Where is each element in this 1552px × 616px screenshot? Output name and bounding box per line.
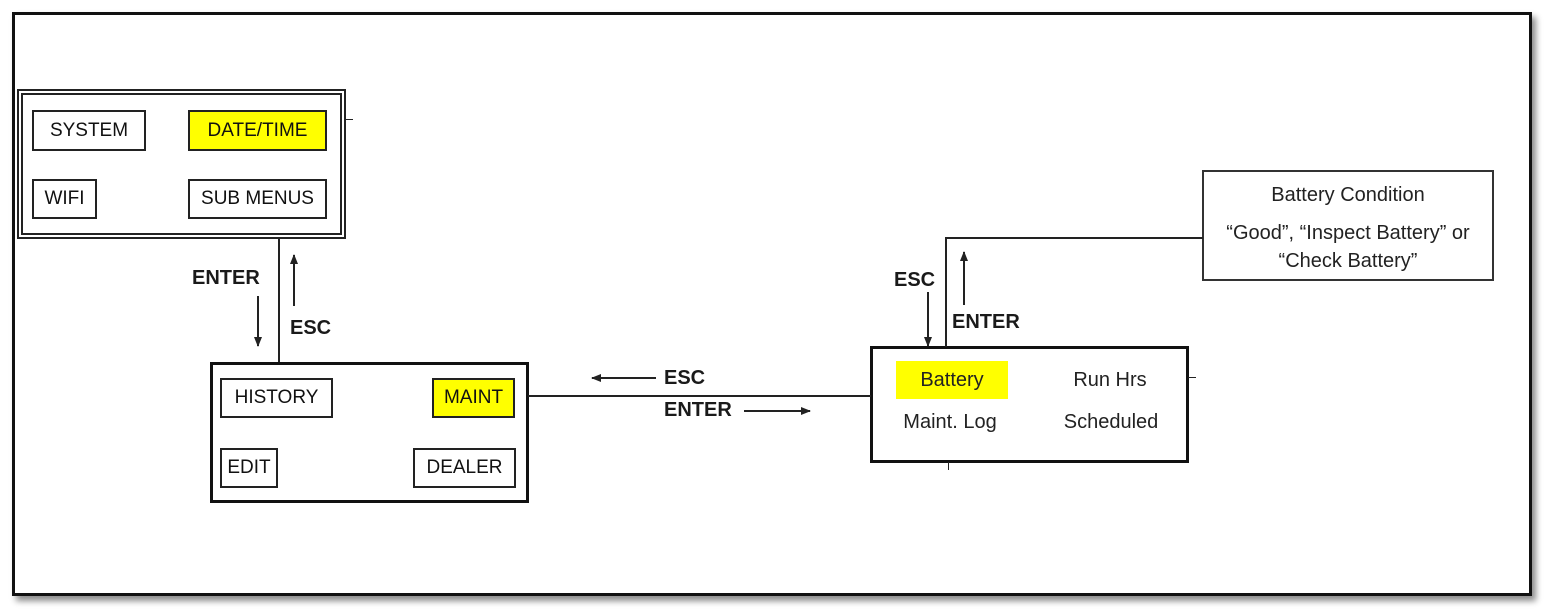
- menu-item-maint-log[interactable]: Maint. Log: [903, 410, 997, 433]
- menu-item-wifi[interactable]: WIFI: [32, 179, 97, 219]
- menu-item-dealer[interactable]: DEALER: [413, 448, 516, 488]
- battery-condition-line1: “Good”, “Inspect Battery” or: [1226, 222, 1470, 244]
- tick-mark: [345, 119, 353, 120]
- label-esc-sub-main: ESC: [290, 317, 332, 339]
- menu-item-edit[interactable]: EDIT: [220, 448, 278, 488]
- tick-mark: [1188, 377, 1196, 378]
- label-enter-maint-info: ENTER: [952, 311, 1020, 333]
- label-enter-main-sub: ENTER: [192, 267, 260, 289]
- connector-maint-info-vertical: [945, 237, 947, 347]
- connector-maint-info-horizontal: [945, 237, 1203, 239]
- menu-item-history[interactable]: HISTORY: [220, 378, 333, 418]
- menu-item-scheduled[interactable]: Scheduled: [1063, 410, 1159, 433]
- connector-sub-maint: [528, 395, 871, 397]
- label-enter-sub-maint: ENTER: [664, 399, 732, 421]
- menu-item-date-time[interactable]: DATE/TIME: [188, 110, 327, 151]
- connector-main-sub: [278, 237, 280, 362]
- menu-item-run-hrs[interactable]: Run Hrs: [1073, 368, 1147, 391]
- label-esc-maint-sub: ESC: [664, 367, 706, 389]
- menu-item-system[interactable]: SYSTEM: [32, 110, 146, 151]
- menu-item-battery[interactable]: Battery: [896, 361, 1008, 399]
- battery-condition-box: Battery Condition “Good”, “Inspect Batte…: [1202, 170, 1494, 281]
- battery-condition-line2: “Check Battery”: [1278, 250, 1418, 272]
- tick-mark: [948, 462, 949, 470]
- label-esc-info-maint: ESC: [894, 269, 936, 291]
- menu-item-sub-menus[interactable]: SUB MENUS: [188, 179, 327, 219]
- menu-item-maint[interactable]: MAINT: [432, 378, 515, 418]
- battery-condition-title: Battery Condition: [1271, 184, 1425, 206]
